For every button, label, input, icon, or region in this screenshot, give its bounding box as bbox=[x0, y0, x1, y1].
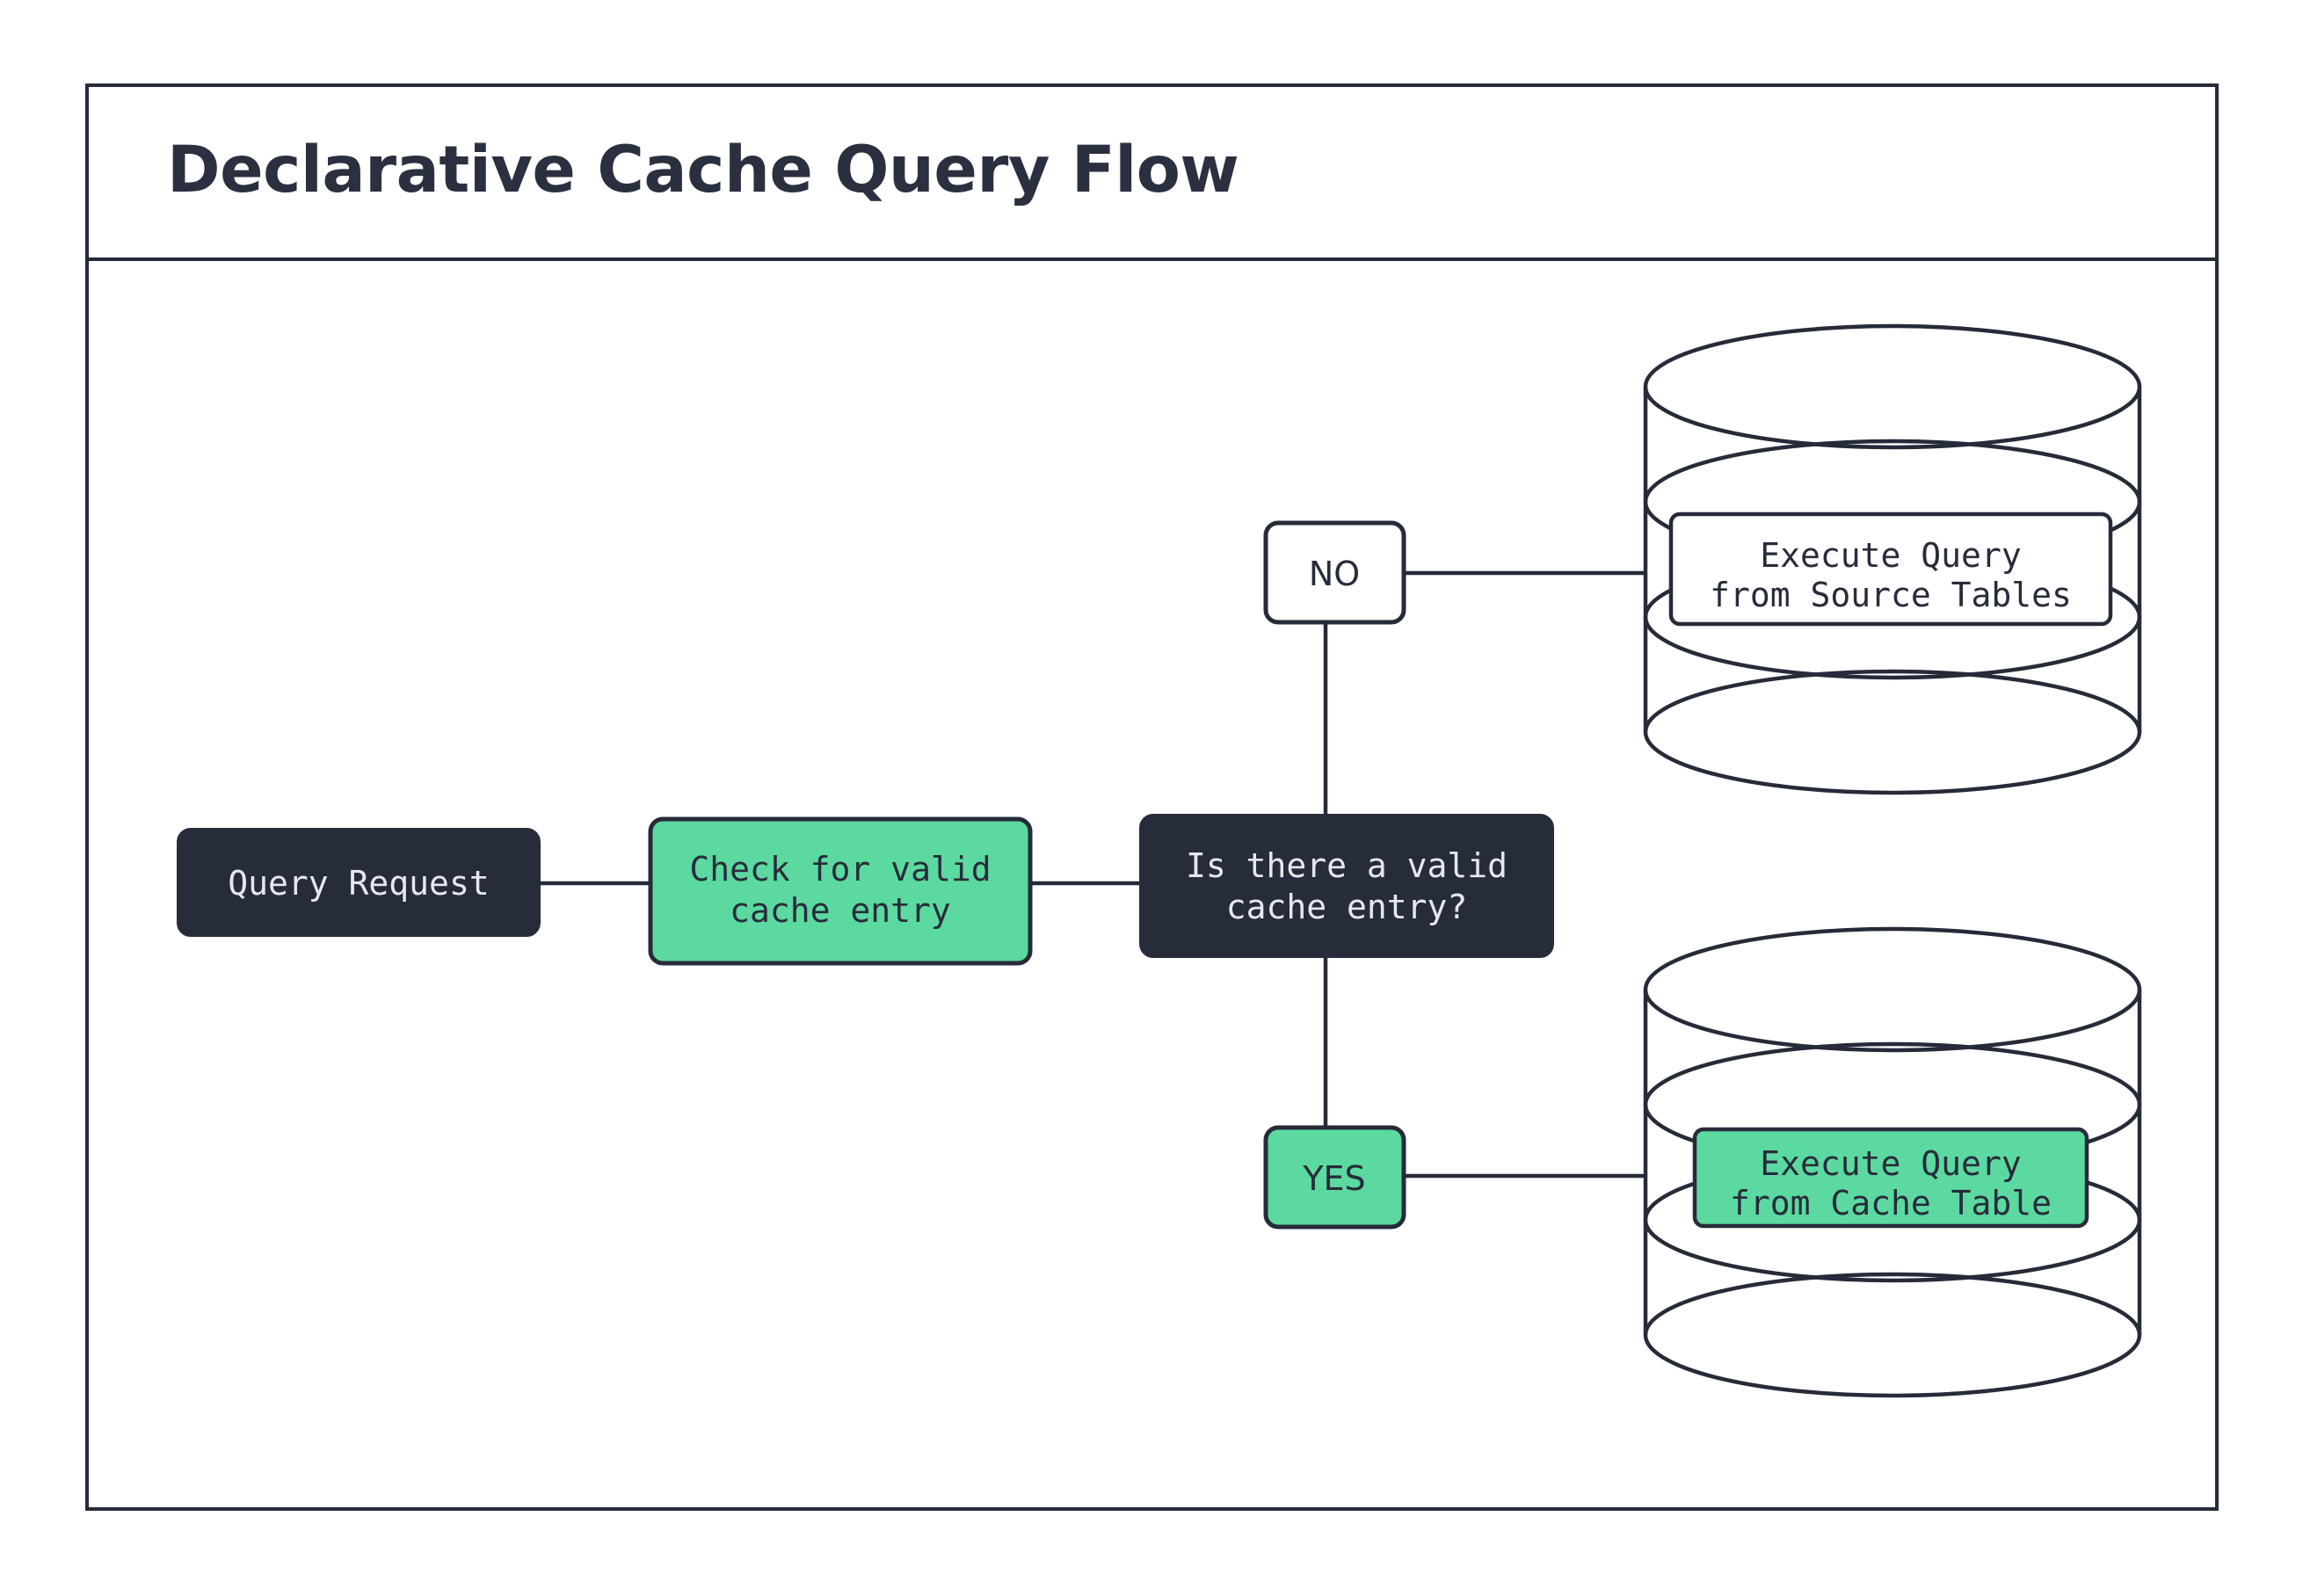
branch-label-no[interactable] bbox=[1263, 520, 1406, 625]
decision-label-line2: cache entry? bbox=[1226, 888, 1468, 926]
cache-table-label-line2: from Cache Table bbox=[1730, 1184, 2052, 1222]
cache-table-label-box[interactable] bbox=[1692, 1127, 2089, 1229]
source-tables-label-box[interactable] bbox=[1668, 511, 2113, 627]
branch-yes-text: YES bbox=[1302, 1159, 1365, 1198]
check-cache-label-line1: Check for valid bbox=[689, 850, 991, 889]
cache-table-label-line1: Execute Query bbox=[1760, 1144, 2021, 1183]
diagram-frame bbox=[85, 83, 2219, 1511]
page-title: Declarative Cache Query Flow bbox=[167, 133, 1239, 207]
node-check-cache-entry[interactable] bbox=[648, 816, 1033, 966]
source-tables-label-line2: from Source Tables bbox=[1710, 576, 2072, 614]
cylinder-disk-4 bbox=[1643, 1272, 2142, 1398]
cylinder-disk-1 bbox=[1643, 926, 2142, 1053]
node-query-request[interactable] bbox=[177, 828, 541, 937]
database-source-cylinder-icon bbox=[1643, 323, 2142, 795]
decision-label-line1: Is there a valid bbox=[1186, 846, 1507, 885]
cylinder-disk-1 bbox=[1643, 323, 2142, 450]
check-cache-label-line2: cache entry bbox=[730, 891, 951, 930]
node-decision-valid-cache[interactable] bbox=[1139, 814, 1554, 958]
query-request-label: Query Request bbox=[228, 864, 489, 903]
cylinder-disk-4 bbox=[1643, 669, 2142, 795]
branch-label-yes[interactable] bbox=[1263, 1125, 1406, 1230]
source-tables-label-line1: Execute Query bbox=[1760, 536, 2021, 575]
database-cache-cylinder-icon bbox=[1643, 926, 2142, 1398]
branch-no-text: NO bbox=[1309, 555, 1360, 593]
